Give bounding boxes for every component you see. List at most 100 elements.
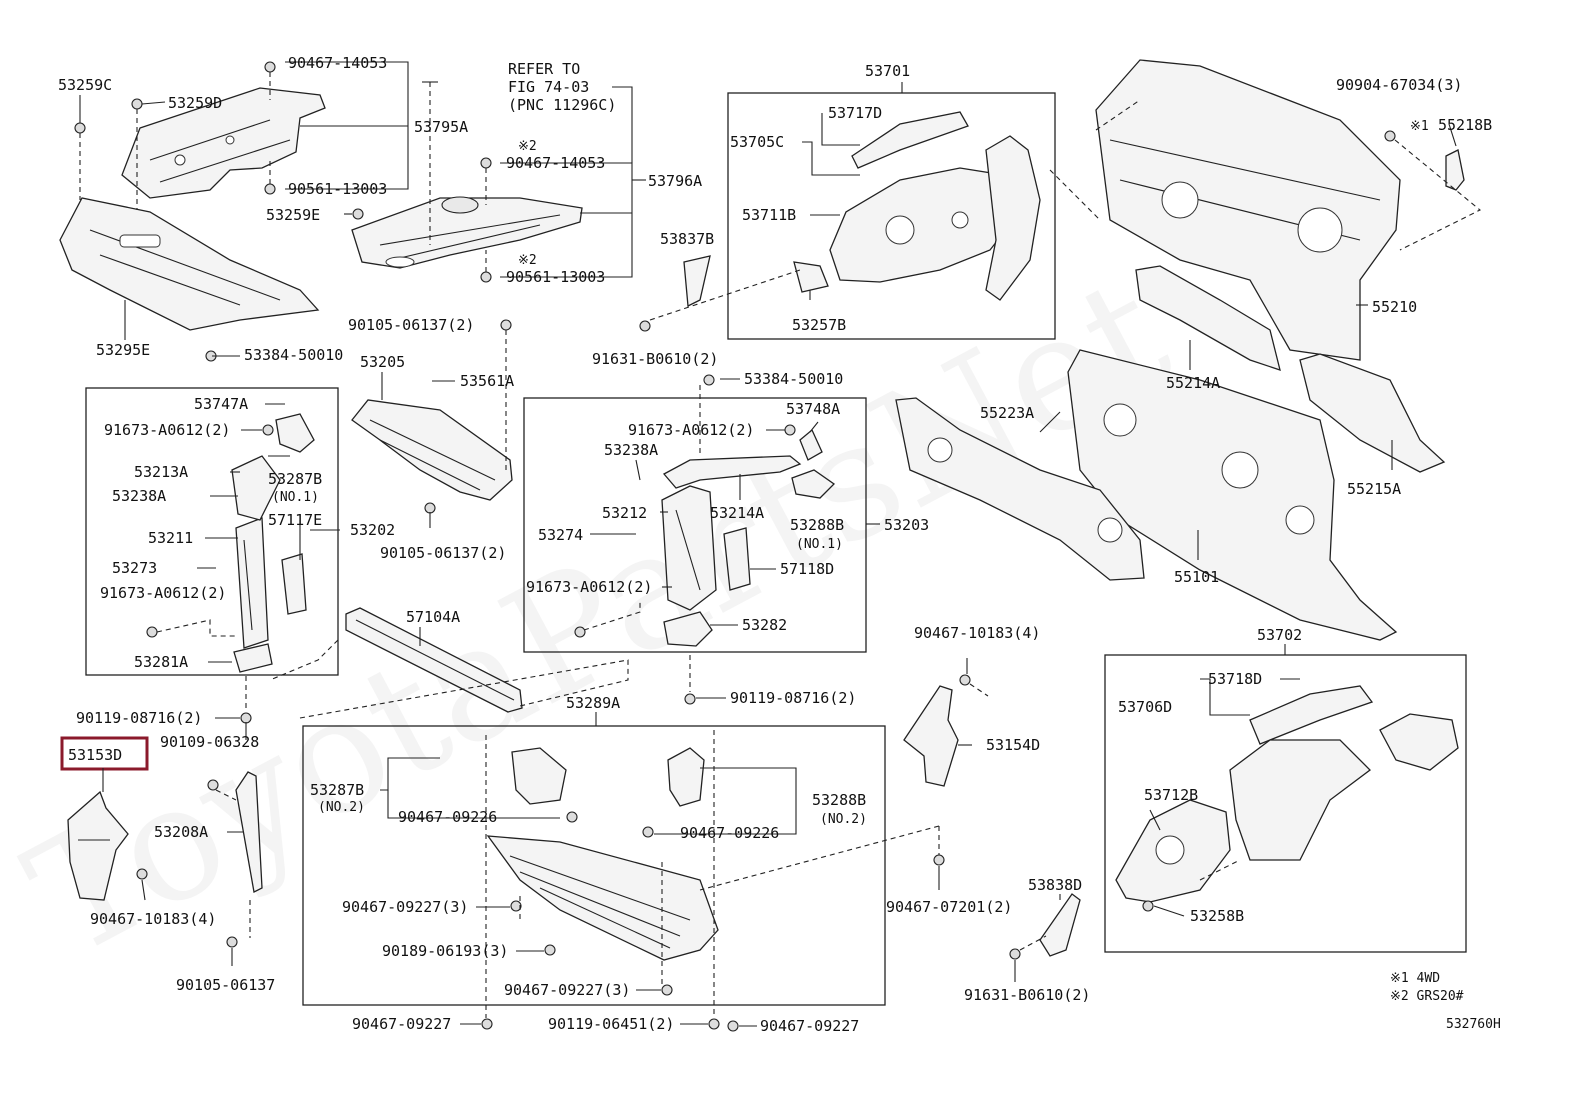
label-53238A-b[interactable]: 53238A xyxy=(604,441,658,459)
label-55215A[interactable]: 55215A xyxy=(1347,480,1401,498)
part-55218B-shape[interactable] xyxy=(1445,149,1465,191)
part-apron-right-shape[interactable] xyxy=(1229,739,1371,861)
label-90467-10183b[interactable]: 90467-10183(4) xyxy=(914,624,1040,642)
fastener-90467-09226b[interactable] xyxy=(642,826,654,838)
label-53795A[interactable]: 53795A xyxy=(414,118,468,136)
label-53288B-no2[interactable]: 53288B xyxy=(812,791,866,809)
fastener-90467-07201[interactable] xyxy=(933,854,945,866)
label-53259E[interactable]: 53259E xyxy=(266,206,320,224)
label-53702[interactable]: 53702 xyxy=(1257,626,1302,644)
label-55210[interactable]: 55210 xyxy=(1372,298,1417,316)
part-55215A-shape[interactable] xyxy=(1299,353,1446,473)
label-90467-09226a[interactable]: 90467-09226 xyxy=(398,808,497,826)
label-55101[interactable]: 55101 xyxy=(1174,568,1219,586)
fastener-90467-14053a[interactable] xyxy=(264,61,276,73)
fastener-91631-B0610a[interactable] xyxy=(639,320,651,332)
label-90119-06451[interactable]: 90119-06451(2) xyxy=(548,1015,674,1033)
label-91673-A0612b[interactable]: 91673-A0612(2) xyxy=(100,584,226,602)
label-90467-14053b[interactable]: 90467-14053 xyxy=(506,154,605,172)
label-53274[interactable]: 53274 xyxy=(538,526,583,544)
part-53212-shape[interactable] xyxy=(661,485,717,611)
fastener-90904-67034[interactable] xyxy=(1384,130,1396,142)
label-53295E[interactable]: 53295E xyxy=(96,341,150,359)
part-53282-shape[interactable] xyxy=(663,611,713,647)
part-55223A-shape[interactable] xyxy=(895,397,1145,581)
label-90467-09227b[interactable]: 90467-09227(3) xyxy=(504,981,630,999)
label-53561A[interactable]: 53561A xyxy=(460,372,514,390)
label-90467-09227d[interactable]: 90467-09227 xyxy=(760,1017,859,1035)
label-91673-A0612a[interactable]: 91673-A0612(2) xyxy=(104,421,230,439)
fastener-90467-09227d[interactable] xyxy=(727,1020,739,1032)
part-53281A-shape[interactable] xyxy=(233,643,273,673)
label-53257B[interactable]: 53257B xyxy=(792,316,846,334)
fastener-91673-A0612c[interactable] xyxy=(784,424,796,436)
label-90105-06137c[interactable]: 90105-06137 xyxy=(176,976,275,994)
label-53211[interactable]: 53211 xyxy=(148,529,193,547)
label-53747A[interactable]: 53747A xyxy=(194,395,248,413)
part-55214A-shape[interactable] xyxy=(1135,265,1281,371)
fastener-53258B[interactable] xyxy=(1142,900,1154,912)
label-53706D[interactable]: 53706D xyxy=(1118,698,1172,716)
label-53796A[interactable]: 53796A xyxy=(648,172,702,190)
fastener-90467-14053b[interactable] xyxy=(480,157,492,169)
part-53214A-shape[interactable] xyxy=(662,455,802,489)
part-53705C-shape[interactable] xyxy=(985,135,1041,301)
label-53203[interactable]: 53203 xyxy=(884,516,929,534)
label-90109-06328[interactable]: 90109-06328 xyxy=(160,733,259,751)
part-53288B-no2-shape[interactable] xyxy=(667,747,705,807)
label-53153D[interactable]: 53153D xyxy=(68,746,122,764)
label-90467-09226b[interactable]: 90467-09226 xyxy=(680,824,779,842)
label-53258B[interactable]: 53258B xyxy=(1190,907,1244,925)
part-53795A-shape[interactable] xyxy=(121,87,326,199)
label-91673-A0612d[interactable]: 91673-A0612(2) xyxy=(526,578,652,596)
part-53711B-shape[interactable] xyxy=(829,167,1021,283)
fastener-90105-06137b[interactable] xyxy=(424,502,436,514)
label-53238A-a[interactable]: 53238A xyxy=(112,487,166,505)
part-53287B-no1-shape[interactable] xyxy=(275,413,315,453)
label-53213A[interactable]: 53213A xyxy=(134,463,188,481)
fastener-91673-A0612b[interactable] xyxy=(146,626,158,638)
part-53838D-shape[interactable] xyxy=(1039,893,1081,957)
fastener-53259D[interactable] xyxy=(131,98,143,110)
part-55210-shape[interactable] xyxy=(1095,59,1401,361)
part-53211-shape[interactable] xyxy=(235,517,269,649)
fastener-90119-08716b[interactable] xyxy=(240,712,252,724)
label-53837B[interactable]: 53837B xyxy=(660,230,714,248)
fastener-90189-06193[interactable] xyxy=(544,944,556,956)
part-53837B-shape[interactable] xyxy=(683,255,711,308)
part-53717D-shape[interactable] xyxy=(851,111,969,169)
label-53282[interactable]: 53282 xyxy=(742,616,787,634)
label-90119-08716a[interactable]: 90119-08716(2) xyxy=(730,689,856,707)
label-53711B[interactable]: 53711B xyxy=(742,206,796,224)
label-53288B-no1[interactable]: 53288B xyxy=(790,516,844,534)
part-53748A-shape[interactable] xyxy=(799,428,823,461)
label-53154D[interactable]: 53154D xyxy=(986,736,1040,754)
label-53384-50010b[interactable]: 53384-50010 xyxy=(744,370,843,388)
label-53202[interactable]: 53202 xyxy=(350,521,395,539)
fastener-90109-06328[interactable] xyxy=(207,779,219,791)
label-53281A[interactable]: 53281A xyxy=(134,653,188,671)
fastener-90119-08716a[interactable] xyxy=(684,693,696,705)
label-53212[interactable]: 53212 xyxy=(602,504,647,522)
part-55101-shape[interactable] xyxy=(1067,349,1398,641)
label-90467-07201[interactable]: 90467-07201(2) xyxy=(886,898,1012,916)
part-53153D-shape[interactable] xyxy=(67,790,129,901)
label-55223A[interactable]: 55223A xyxy=(980,404,1034,422)
label-90467-10183a[interactable]: 90467-10183(4) xyxy=(90,910,216,928)
label-57117E[interactable]: 57117E xyxy=(268,511,322,529)
label-90105-06137b[interactable]: 90105-06137(2) xyxy=(380,544,506,562)
label-53384-50010a[interactable]: 53384-50010 xyxy=(244,346,343,364)
label-90105-06137a[interactable]: 90105-06137(2) xyxy=(348,316,474,334)
part-under-cover-shape[interactable] xyxy=(486,835,719,961)
label-90467-14053a[interactable]: 90467-14053 xyxy=(288,54,387,72)
label-53289A[interactable]: 53289A xyxy=(566,694,620,712)
fastener-53384-50010b[interactable] xyxy=(703,374,715,386)
fastener-90467-09227b[interactable] xyxy=(661,984,673,996)
label-90561-13003b[interactable]: 90561-13003 xyxy=(506,268,605,286)
part-53706D-shape[interactable] xyxy=(1379,713,1459,771)
part-53257B-shape[interactable] xyxy=(793,261,829,293)
fastener-90119-06451[interactable] xyxy=(708,1018,720,1030)
part-57117E-shape[interactable] xyxy=(281,553,307,615)
part-53718D-shape[interactable] xyxy=(1249,685,1374,745)
fastener-91631-B0610b[interactable] xyxy=(1009,948,1021,960)
